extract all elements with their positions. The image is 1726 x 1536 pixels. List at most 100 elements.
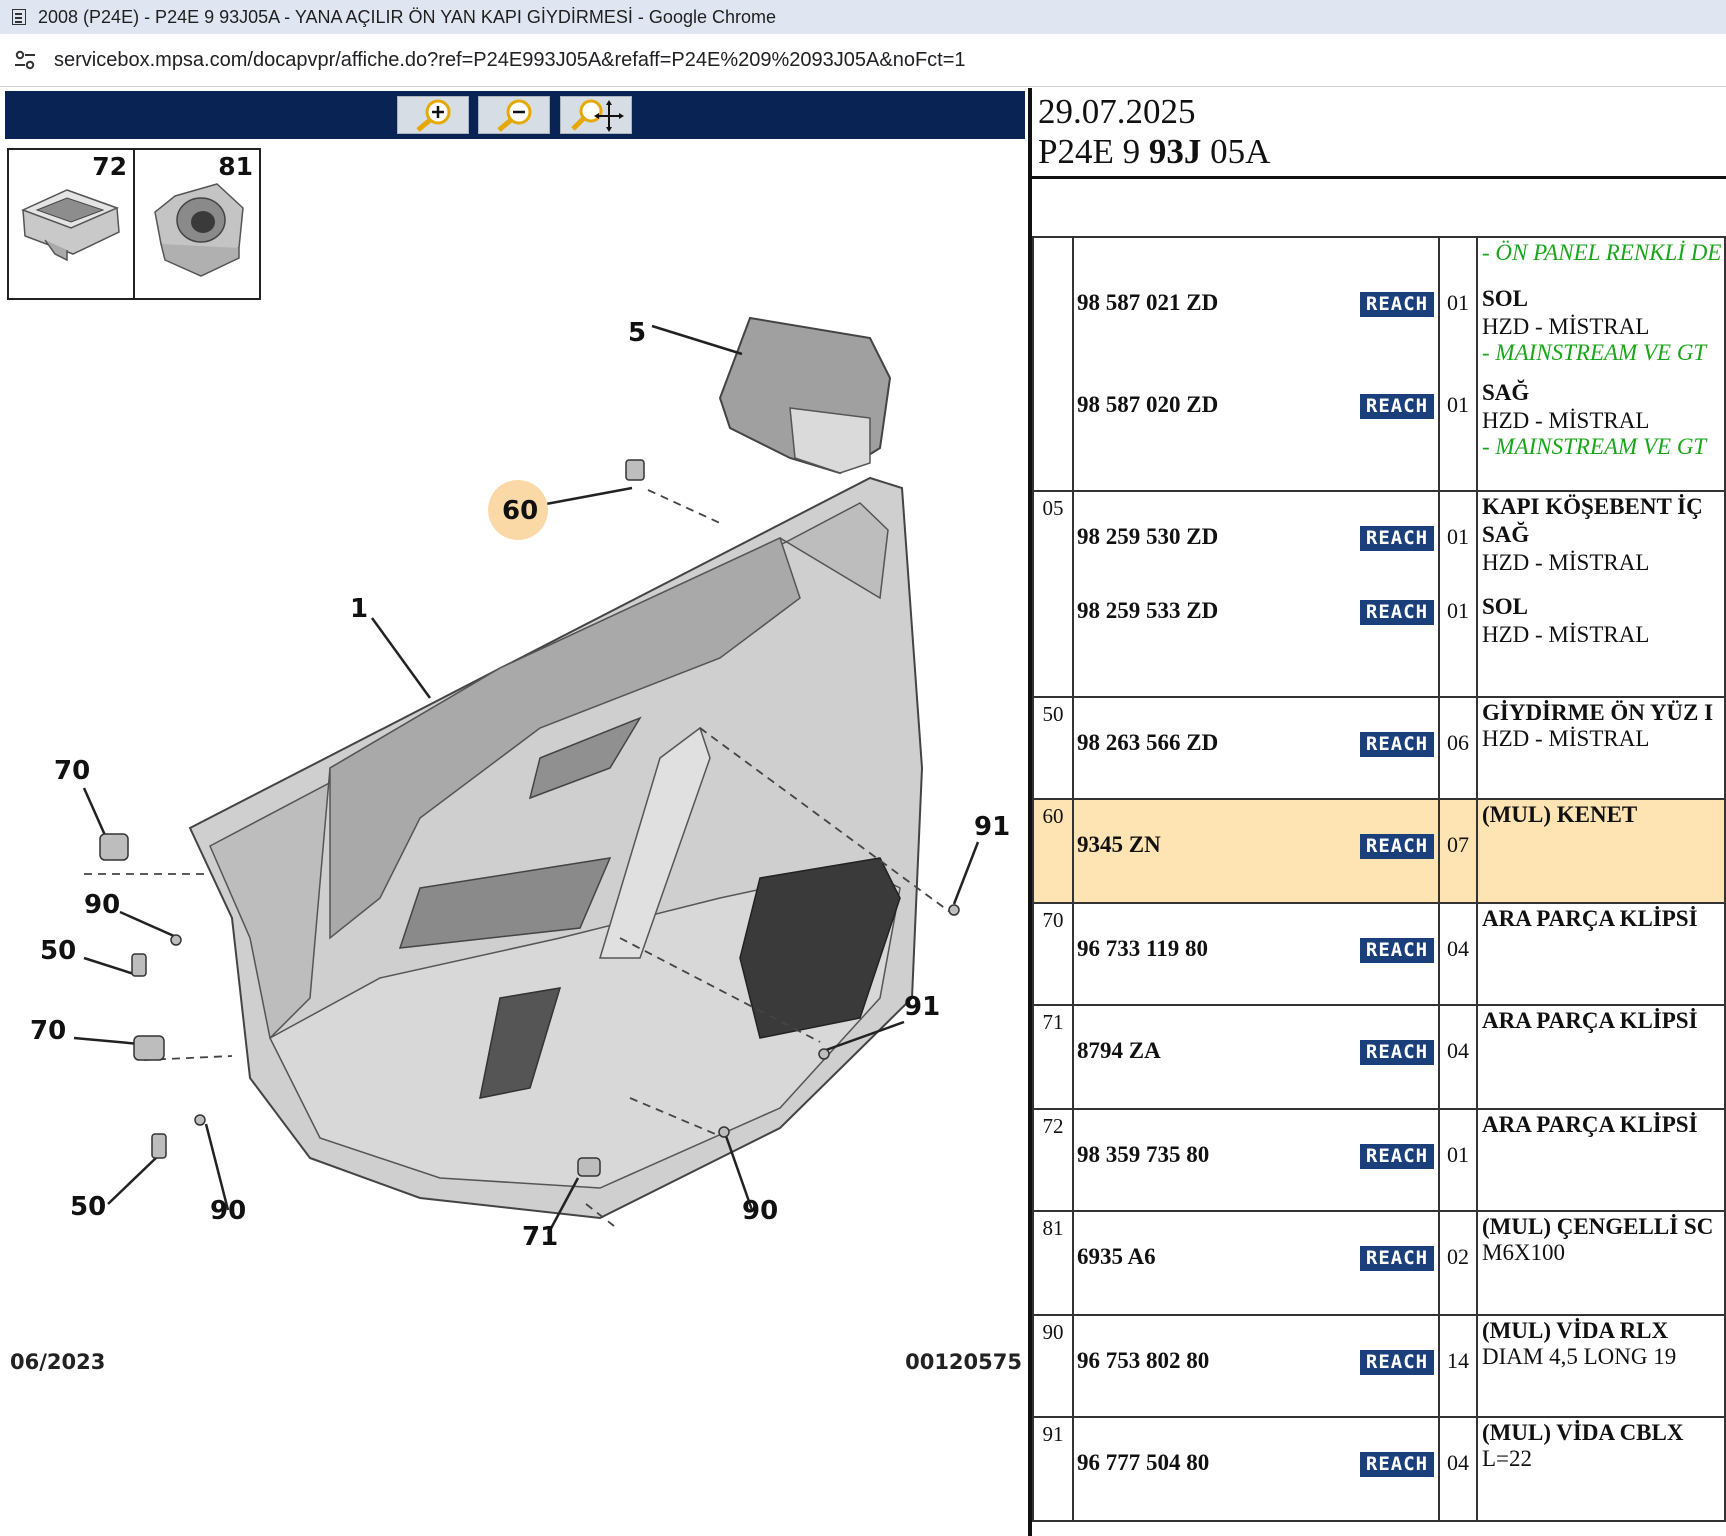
ref-cell: 05 <box>1032 490 1074 698</box>
part-number[interactable]: 98 259 533 ZD <box>1077 598 1219 623</box>
site-settings-icon[interactable] <box>12 47 38 73</box>
variant-note: - ÖN PANEL RENKLİ DE <box>1482 240 1722 265</box>
part-number[interactable]: 98 263 566 ZD <box>1077 730 1219 755</box>
callout-90[interactable]: 90 <box>210 1196 247 1226</box>
reach-badge[interactable]: REACH <box>1360 526 1434 551</box>
zoom-out-button[interactable] <box>478 96 550 134</box>
part-number[interactable]: 9345 ZN <box>1077 832 1161 857</box>
reach-badge[interactable]: REACH <box>1360 292 1434 317</box>
description-line: (MUL) KENET <box>1482 802 1638 827</box>
reach-badge[interactable]: REACH <box>1360 1452 1434 1477</box>
thumbnail-72[interactable]: 72 <box>7 148 135 300</box>
callout-highlight <box>488 480 548 540</box>
ref-cell: 90 <box>1032 1314 1074 1418</box>
part-number[interactable]: 96 753 802 80 <box>1077 1348 1210 1373</box>
quantity-cell: 02 <box>1438 1210 1478 1316</box>
part-number[interactable]: 98 359 735 80 <box>1077 1142 1210 1167</box>
callout-1[interactable]: 1 <box>350 594 369 624</box>
ref-number: 70 <box>1042 908 1064 932</box>
ref-cell <box>1032 236 1074 492</box>
reach-badge[interactable]: REACH <box>1360 732 1434 757</box>
clip-part-icon <box>21 189 120 262</box>
description-line: SAĞ <box>1482 380 1530 405</box>
thumbnail-number: 81 <box>218 152 253 181</box>
zoom-in-button[interactable] <box>397 96 469 134</box>
quantity: 04 <box>1447 936 1469 961</box>
description-cell: ARA PARÇA KLİPSİ <box>1476 902 1726 1006</box>
part-number[interactable]: 96 777 504 80 <box>1077 1450 1210 1475</box>
list-reference: P24E 9 93J 05A <box>1038 132 1270 172</box>
quantity-cell: 04 <box>1438 902 1478 1006</box>
ref-bold: 93J <box>1148 132 1202 171</box>
callout-70[interactable]: 70 <box>54 756 91 786</box>
callout-50[interactable]: 50 <box>70 1192 107 1222</box>
callout-50[interactable]: 50 <box>40 936 77 966</box>
callout-91[interactable]: 91 <box>974 812 1011 842</box>
part-number-cell: 96 733 119 80 REACH <box>1072 902 1440 1006</box>
ref-number: 72 <box>1042 1114 1064 1138</box>
reach-badge[interactable]: REACH <box>1360 834 1434 859</box>
part-number[interactable]: 96 733 119 80 <box>1077 936 1208 961</box>
part-number[interactable]: 6935 A6 <box>1077 1244 1156 1269</box>
header-rule <box>1032 176 1726 179</box>
quantity-cell: 06 <box>1438 696 1478 800</box>
callout-60[interactable]: 60 <box>502 496 539 526</box>
quantity-cell: 01 <box>1438 1108 1478 1212</box>
description-line: (MUL) VİDA CBLX <box>1482 1420 1684 1445</box>
description-line: HZD - MİSTRAL <box>1482 408 1650 433</box>
callout-70[interactable]: 70 <box>30 1016 67 1046</box>
quantity: 07 <box>1447 832 1469 857</box>
reach-badge[interactable]: REACH <box>1360 938 1434 963</box>
reach-badge[interactable]: REACH <box>1360 1350 1434 1375</box>
reach-badge[interactable]: REACH <box>1360 600 1434 625</box>
part-number[interactable]: 98 587 020 ZD <box>1077 392 1219 417</box>
pan-zoom-button[interactable] <box>560 96 632 134</box>
diagram-date: 06/2023 <box>10 1350 106 1374</box>
address-bar[interactable]: servicebox.mpsa.com/docapvpr/affiche.do?… <box>0 34 1726 87</box>
ref-number: 05 <box>1042 496 1064 520</box>
callout-71[interactable]: 71 <box>522 1222 559 1252</box>
part-number[interactable]: 8794 ZA <box>1077 1038 1161 1063</box>
reach-badge[interactable]: REACH <box>1360 1040 1434 1065</box>
part-number-cell: 96 753 802 80 REACH <box>1072 1314 1440 1418</box>
description-line: ARA PARÇA KLİPSİ <box>1482 1008 1698 1033</box>
callout-90[interactable]: 90 <box>742 1196 779 1226</box>
description-line: M6X100 <box>1482 1240 1566 1265</box>
part-number-cell: 96 777 504 80 REACH <box>1072 1416 1440 1522</box>
reach-badge[interactable]: REACH <box>1360 1246 1434 1271</box>
part-number[interactable]: 98 259 530 ZD <box>1077 524 1219 549</box>
pane-divider[interactable] <box>1028 88 1032 1536</box>
reach-badge[interactable]: REACH <box>1360 1144 1434 1169</box>
thumbnail-81[interactable]: 81 <box>133 148 261 300</box>
part-number-cell: 98 259 530 ZD REACH 98 259 533 ZD REACH <box>1072 490 1440 698</box>
exploded-parts-diagram: 5 60 1 70 90 50 70 50 90 71 90 91 91 <box>0 298 1028 1448</box>
quantity: 02 <box>1447 1244 1469 1269</box>
description-cell: ARA PARÇA KLİPSİ <box>1476 1004 1726 1110</box>
part-number-cell: 98 587 021 ZD REACH 98 587 020 ZD REACH <box>1072 236 1440 492</box>
callout-5[interactable]: 5 <box>628 318 647 348</box>
window-title: 2008 (P24E) - P24E 9 93J05A - YANA AÇILI… <box>38 6 776 27</box>
callout-90[interactable]: 90 <box>84 890 121 920</box>
reach-badge[interactable]: REACH <box>1360 394 1434 419</box>
quantity: 01 <box>1447 290 1469 315</box>
table-row[interactable]: 70 96 733 119 80 REACH 04 ARA PARÇA KLİPSİ <box>1032 902 1726 1006</box>
url-text[interactable]: servicebox.mpsa.com/docapvpr/affiche.do?… <box>54 48 966 71</box>
callout-91[interactable]: 91 <box>904 992 941 1022</box>
description-cell: ARA PARÇA KLİPSİ <box>1476 1108 1726 1212</box>
quantity-cell: 04 <box>1438 1004 1478 1110</box>
part-number[interactable]: 98 587 021 ZD <box>1077 290 1219 315</box>
quantity: 06 <box>1447 730 1469 755</box>
description-line: SAĞ <box>1482 522 1530 547</box>
